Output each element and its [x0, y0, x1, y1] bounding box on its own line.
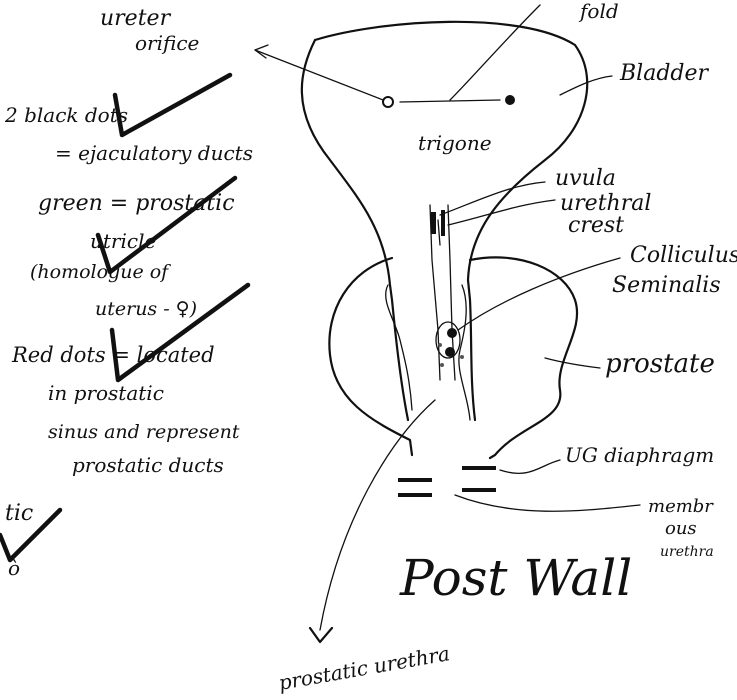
label-uvula: uvula	[555, 166, 616, 191]
ug-diaphragm-bar-3	[462, 466, 496, 470]
ureter-orifice-left	[383, 97, 393, 107]
label-bladder: Bladder	[619, 61, 710, 86]
arrowhead-prostatic-urethra	[310, 628, 332, 642]
label-urethral-crest-2: crest	[568, 213, 624, 238]
leader-fold	[450, 5, 540, 100]
ejaculatory-duct-dot-2	[445, 347, 455, 357]
label-prostate: prostate	[605, 349, 715, 379]
label-ug-diaphragm: UG diaphragm	[565, 443, 714, 467]
note-line-5: (homologue of	[30, 261, 171, 283]
note-line-9: sinus and represent	[48, 421, 240, 443]
prostate-inner-left	[386, 285, 412, 410]
prostate-outline-right	[470, 257, 577, 458]
note-line-1: 2 black dots	[4, 103, 128, 127]
note-line-10: prostatic ducts	[72, 453, 224, 477]
arrowhead-ureter	[255, 45, 268, 58]
leader-colliculus	[458, 258, 620, 330]
ug-diaphragm-bar-1	[398, 478, 432, 482]
label-prostatic-urethra: prostatic urethra	[277, 641, 452, 695]
prostatic-duct-dot-2	[460, 355, 464, 359]
note-line-8: in prostatic	[48, 381, 164, 405]
note-line-6: uterus - ♀)	[95, 298, 197, 320]
prostatic-duct-dot-3	[440, 363, 444, 367]
label-colliculus-2: Seminalis	[612, 273, 721, 298]
label-colliculus-1: Colliculus	[630, 243, 737, 268]
leader-ug-diaphragm	[500, 460, 560, 473]
label-post-wall: Post Wall	[399, 549, 632, 607]
margin-fragment-1: tic	[5, 501, 33, 526]
prostate-outline	[329, 258, 412, 455]
leader-urethral-crest	[448, 200, 555, 225]
prostate-inner-right	[459, 285, 470, 420]
note-line-3: green = prostatic	[38, 191, 235, 216]
prostatic-duct-dot-1	[438, 343, 442, 347]
ug-diaphragm-bar-2	[398, 493, 432, 497]
label-membranous-1: membr	[648, 496, 714, 517]
check-mark-1	[115, 75, 230, 135]
label-ureter: ureter	[100, 6, 172, 31]
label-fold: fold	[578, 0, 619, 23]
leader-membranous	[455, 495, 640, 511]
uvula-mark	[431, 212, 436, 234]
label-orifice: orifice	[135, 31, 199, 55]
label-membranous-3: urethra	[660, 544, 714, 560]
ug-diaphragm-bar-4	[462, 488, 496, 492]
label-trigone: trigone	[418, 131, 492, 155]
label-membranous-2: ous	[665, 518, 697, 539]
ejaculatory-duct-dot-1	[447, 328, 457, 338]
leader-ureter-orifice	[255, 50, 383, 100]
ureter-orifice-right	[505, 95, 515, 105]
urethra-line-3	[438, 220, 440, 245]
leader-prostate	[545, 358, 600, 368]
note-line-2: = ejaculatory ducts	[55, 141, 253, 165]
